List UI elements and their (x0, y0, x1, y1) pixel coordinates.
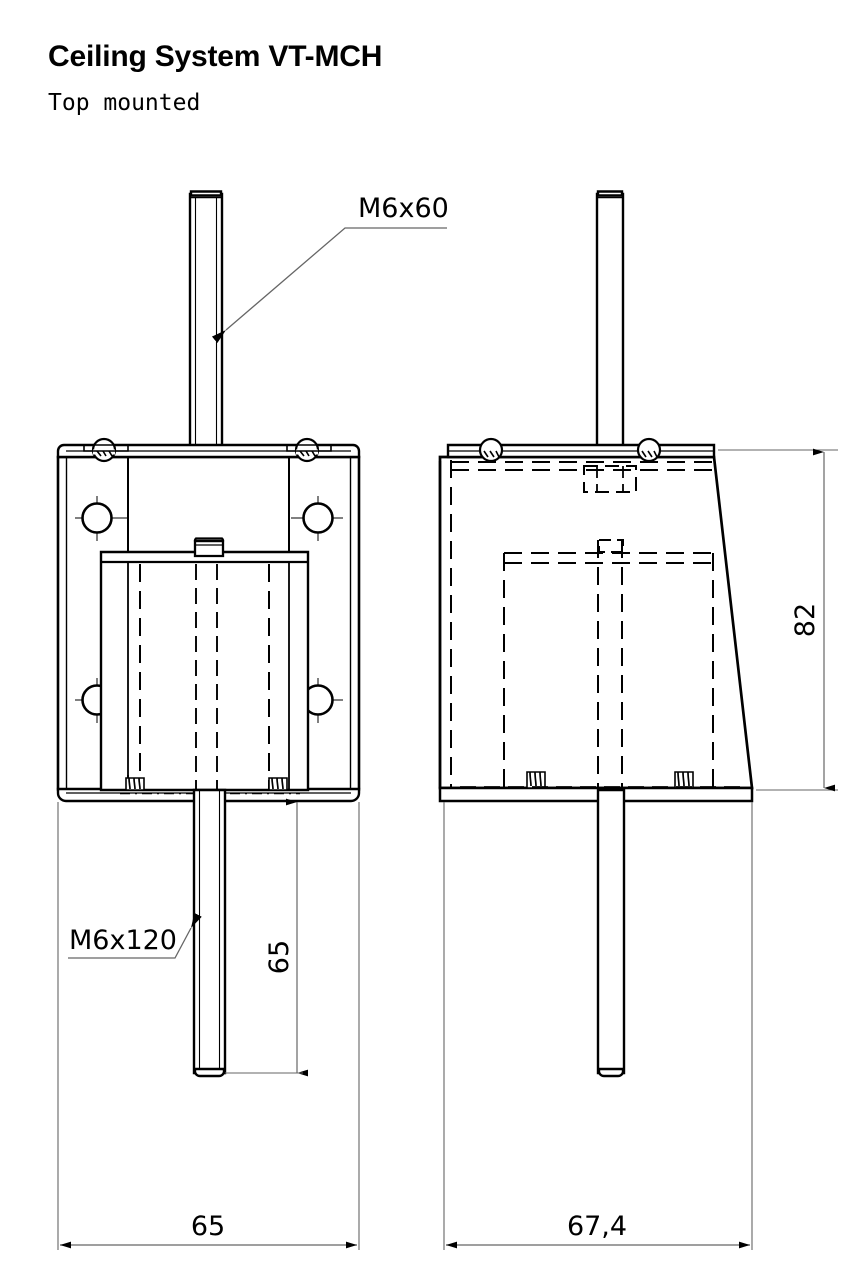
dimension-side-height: 82 (718, 448, 838, 792)
mounting-hole (291, 496, 343, 541)
label-m6x120: M6x120 (69, 925, 177, 956)
dimension-rod-length: 65 (225, 798, 308, 1077)
side-view-bottom-rod (596, 788, 626, 1078)
front-view-top-rivets (83, 437, 332, 463)
dimension-value-65-horizontal: 65 (191, 1211, 225, 1242)
mounting-hole (75, 496, 127, 541)
side-view-inner-channel (503, 539, 714, 790)
side-view-bracket (438, 443, 754, 803)
page-title: Ceiling System VT-MCH (48, 40, 383, 73)
side-view-spring-clips (460, 771, 745, 789)
side-view-top-rod (595, 190, 625, 458)
dimension-value-82: 82 (790, 603, 821, 637)
leader-m6x120: M6x120 (68, 912, 202, 959)
front-view-top-rod (188, 190, 224, 457)
leader-m6x60: M6x60 (211, 193, 449, 343)
title-block: Ceiling System VT-MCH Top mounted (48, 40, 808, 118)
label-m6x60: M6x60 (358, 193, 449, 224)
dimension-value-67-4: 67,4 (567, 1211, 627, 1242)
dimension-front-width: 65 (57, 802, 360, 1250)
side-view-top-rivets (478, 437, 662, 463)
front-view-bottom-rod-head (193, 537, 225, 558)
front-view-bottom-rod (192, 788, 227, 1078)
front-view-inner-channel (99, 550, 310, 792)
page-subtitle: Top mounted (48, 90, 201, 116)
dimension-side-width: 67,4 (443, 802, 753, 1250)
side-view-hidden-nut (583, 465, 637, 493)
dimension-value-65-vertical: 65 (264, 940, 295, 974)
